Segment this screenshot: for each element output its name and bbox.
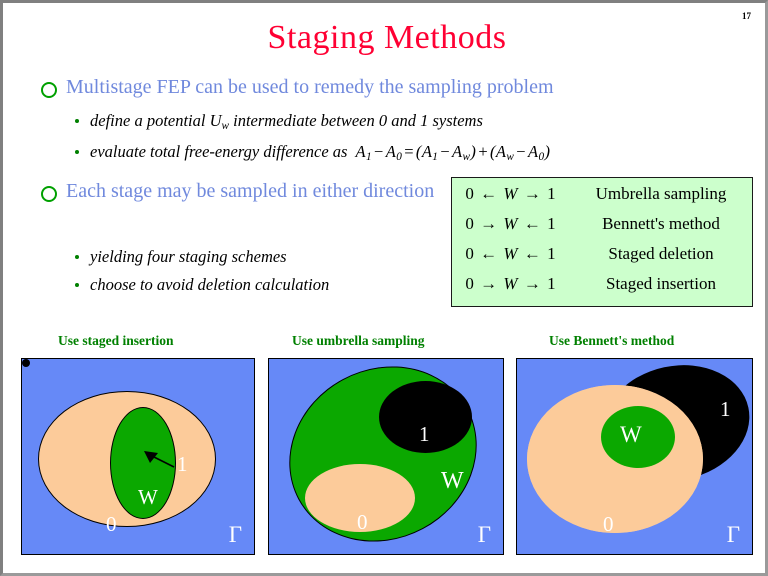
- scheme-method-name: Bennett's method: [602, 214, 720, 233]
- scheme-endpoint-right: 1: [547, 244, 557, 263]
- equation-term: A0: [385, 142, 403, 163]
- scheme-middle-state: W: [503, 274, 519, 293]
- region-zero-outline: [527, 385, 703, 533]
- diagram-caption-umbrella-sampling: Use umbrella sampling: [292, 333, 425, 348]
- scheme-notation: 0 ← W ← 1: [452, 244, 570, 264]
- label-w: W: [138, 485, 158, 509]
- sub-bullet-label: yielding four staging schemes: [90, 247, 287, 266]
- label-w: W: [441, 468, 464, 494]
- scheme-row: 0 ← W ← 1 Staged deletion: [452, 244, 752, 274]
- label-gamma: Γ: [477, 522, 491, 547]
- scheme-row: 0 ← W → 1 Umbrella sampling: [452, 184, 752, 214]
- ring-bullet-icon: [41, 186, 57, 202]
- scheme-arrow-right-icon: ←: [523, 214, 542, 233]
- scheme-arrow-left-icon: →: [480, 274, 499, 293]
- scheme-endpoint-right: 1: [547, 214, 557, 233]
- scheme-arrow-left-icon: →: [480, 214, 499, 233]
- scheme-notation: 0 → W → 1: [452, 274, 570, 294]
- ring-bullet-icon: [41, 82, 57, 98]
- scheme-arrow-left-icon: ←: [480, 184, 499, 203]
- label-zero: 0: [357, 510, 368, 534]
- bullet-label: Each stage may be sampled in either dire…: [66, 180, 435, 202]
- sub-bullet-avoid-deletion: choose to avoid deletion calculation: [75, 275, 329, 295]
- scheme-middle-state: W: [503, 214, 519, 233]
- region-w-ellipse: [601, 406, 675, 468]
- scheme-endpoint-right: 1: [547, 184, 557, 203]
- equation-term: (A1: [415, 142, 439, 163]
- subscript-w: w: [221, 119, 230, 132]
- page-number: 17: [742, 11, 751, 21]
- insertion-arrow-icon: [144, 451, 175, 468]
- label-one: 1: [720, 397, 731, 421]
- bullet-each-stage-sampled: Each stage may be sampled in either dire…: [41, 179, 441, 204]
- scheme-arrow-right-icon: ←: [523, 244, 542, 263]
- diagram-caption-bennetts-method: Use Bennett's method: [549, 333, 675, 348]
- scheme-notation: 0 → W ← 1: [452, 214, 570, 234]
- scheme-method-name: Staged insertion: [605, 274, 716, 293]
- sub-bullet-label: choose to avoid deletion calculation: [90, 275, 330, 294]
- scheme-arrow-left-icon: ←: [480, 244, 499, 263]
- dot-bullet-icon: [75, 255, 79, 259]
- sub-bullet-evaluate-difference: evaluate total free-energy difference as…: [75, 142, 550, 167]
- label-zero: 0: [106, 512, 117, 536]
- sub-bullet-label: evaluate total free-energy difference as: [90, 142, 348, 161]
- scheme-row: 0 → W ← 1 Bennett's method: [452, 214, 752, 244]
- scheme-arrow-right-icon: →: [523, 184, 542, 203]
- label-zero: 0: [603, 512, 614, 536]
- equation-term: (Aw: [490, 142, 515, 163]
- scheme-endpoint-left: 0: [465, 274, 475, 293]
- sub-bullet-pre: define a potential U: [90, 111, 222, 130]
- scheme-arrow-right-icon: →: [523, 274, 542, 293]
- equation-term: A0): [528, 142, 551, 163]
- scheme-middle-state: W: [503, 184, 519, 203]
- scheme-endpoint-right: 1: [547, 274, 557, 293]
- label-gamma: Γ: [726, 522, 740, 547]
- scheme-method-name: Staged deletion: [608, 244, 714, 263]
- scheme-endpoint-left: 0: [465, 214, 475, 233]
- dot-bullet-icon: [75, 283, 79, 287]
- bullet-multistage-fep: Multistage FEP can be used to remedy the…: [41, 75, 554, 100]
- diagram-panel-staged-insertion: 1 W 0 Γ: [21, 358, 255, 555]
- scheme-row: 0 → W → 1 Staged insertion: [452, 274, 752, 304]
- scheme-notation: 0 ← W → 1: [452, 184, 570, 204]
- dot-bullet-icon: [75, 150, 79, 154]
- diagram-panel-umbrella-sampling: 1 W 0 Γ: [268, 358, 504, 555]
- diagram-panel-bennetts-method: 1 W 0 Γ: [516, 358, 753, 555]
- sub-bullet-define-potential: define a potential Uw intermediate betwe…: [75, 111, 483, 136]
- label-one: 1: [419, 422, 430, 446]
- sub-bullet-four-schemes: yielding four staging schemes: [75, 247, 287, 267]
- bullet-label: Multistage FEP can be used to remedy the…: [66, 76, 554, 98]
- scheme-endpoint-left: 0: [465, 244, 475, 263]
- scheme-method-name: Umbrella sampling: [595, 184, 727, 203]
- region-one-ellipse: [379, 381, 472, 453]
- page-title: Staging Methods: [267, 19, 507, 56]
- equation-term: A1: [355, 142, 372, 163]
- label-one: 1: [177, 452, 188, 476]
- dot-bullet-icon: [75, 119, 79, 123]
- label-w: W: [620, 422, 642, 447]
- sub-bullet-label: define a potential Uw intermediate betwe…: [90, 111, 483, 136]
- state-point-marker: [22, 359, 30, 367]
- region-zero-ellipse: [305, 464, 415, 532]
- label-gamma: Γ: [228, 522, 242, 547]
- equation-term: Aw): [452, 142, 477, 163]
- staging-schemes-box: 0 ← W → 1 Umbrella sampling 0 → W ← 1 Be…: [451, 177, 753, 307]
- scheme-middle-state: W: [503, 244, 519, 263]
- scheme-endpoint-left: 0: [465, 184, 475, 203]
- free-energy-equation: A1−A0=(A1−Aw)+(Aw−A0): [355, 142, 551, 163]
- diagram-caption-staged-insertion: Use staged insertion: [58, 333, 174, 348]
- sub-bullet-post: intermediate between 0 and 1 systems: [229, 111, 483, 130]
